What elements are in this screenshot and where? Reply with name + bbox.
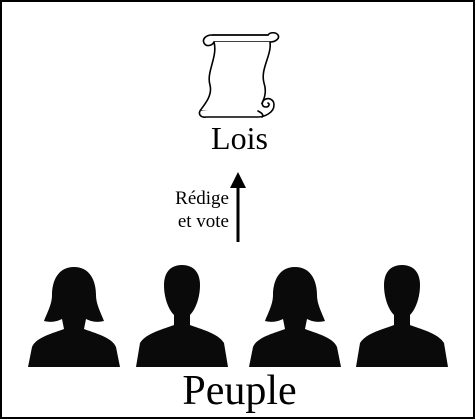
scroll-icon — [198, 31, 280, 118]
peuple-label: Peuple — [182, 368, 297, 414]
edge-label-line2: et vote — [177, 211, 229, 232]
edge-label: Rédige et vote — [137, 187, 229, 233]
up-arrow-icon — [230, 172, 246, 242]
person-silhouette-icon-4 — [356, 265, 448, 367]
person-silhouette-icon-1 — [28, 267, 120, 367]
edge-label-line1: Rédige — [175, 188, 229, 209]
person-silhouette-icon-3 — [249, 267, 341, 367]
lois-label: Lois — [211, 120, 268, 156]
person-silhouette-icon-2 — [136, 265, 228, 367]
